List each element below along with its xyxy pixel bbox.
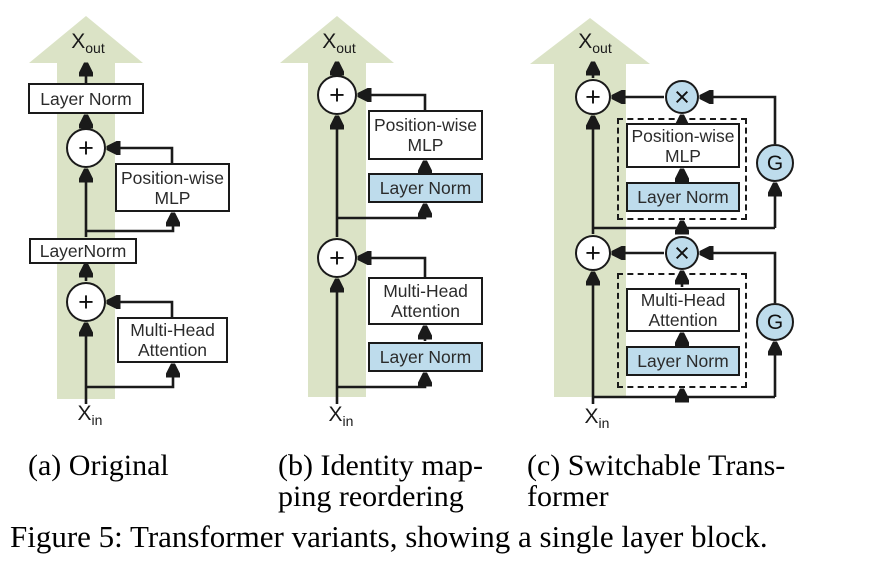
connectors-b — [337, 63, 425, 404]
gate-node: G — [756, 303, 794, 341]
wire — [359, 258, 427, 277]
subcaption-c: (c) Switchable Trans-former — [527, 449, 786, 513]
subcaption-b: (b) Identity map-ping reordering — [278, 449, 483, 513]
wire — [108, 148, 174, 164]
x-in-label: Xin — [77, 402, 103, 429]
wire — [701, 97, 777, 144]
layer-norm-box: Layer Norm — [368, 173, 483, 203]
add-node: + — [575, 79, 611, 115]
x-out-label: Xout — [322, 30, 356, 57]
x-out-label: Xout — [578, 30, 612, 57]
layer-norm-box: Layer Norm — [28, 83, 144, 114]
wire — [337, 205, 425, 220]
add-node: + — [66, 282, 106, 322]
wire — [86, 365, 173, 389]
connectors-c — [593, 63, 775, 404]
add-node: + — [317, 75, 357, 115]
residual-stream-arrow-c — [530, 18, 650, 397]
wire — [86, 214, 173, 233]
diagram-wires — [29, 16, 894, 404]
gate-node: G — [756, 144, 794, 182]
figure-caption: Figure 5: Transformer variants, showing … — [10, 519, 768, 554]
wire — [359, 95, 427, 110]
x-out-label: Xout — [71, 30, 105, 57]
subcaption-a: (a) Original — [28, 449, 169, 482]
add-node: + — [317, 238, 357, 278]
multiply-node: × — [665, 236, 699, 270]
multiply-node: × — [665, 80, 699, 114]
add-node: + — [66, 128, 106, 168]
x-in-label: Xin — [328, 403, 354, 430]
x-in-label: Xin — [584, 405, 610, 432]
wire — [337, 374, 425, 389]
layer-norm-box: Layer Norm — [368, 342, 483, 372]
wire — [701, 253, 777, 303]
layer-norm-box: Layer Norm — [626, 346, 740, 376]
layer-norm-box: LayerNorm — [29, 238, 137, 264]
wire — [108, 302, 174, 317]
layer-norm-box: Layer Norm — [626, 182, 740, 212]
add-node: + — [575, 235, 611, 271]
connectors-a — [86, 64, 173, 404]
